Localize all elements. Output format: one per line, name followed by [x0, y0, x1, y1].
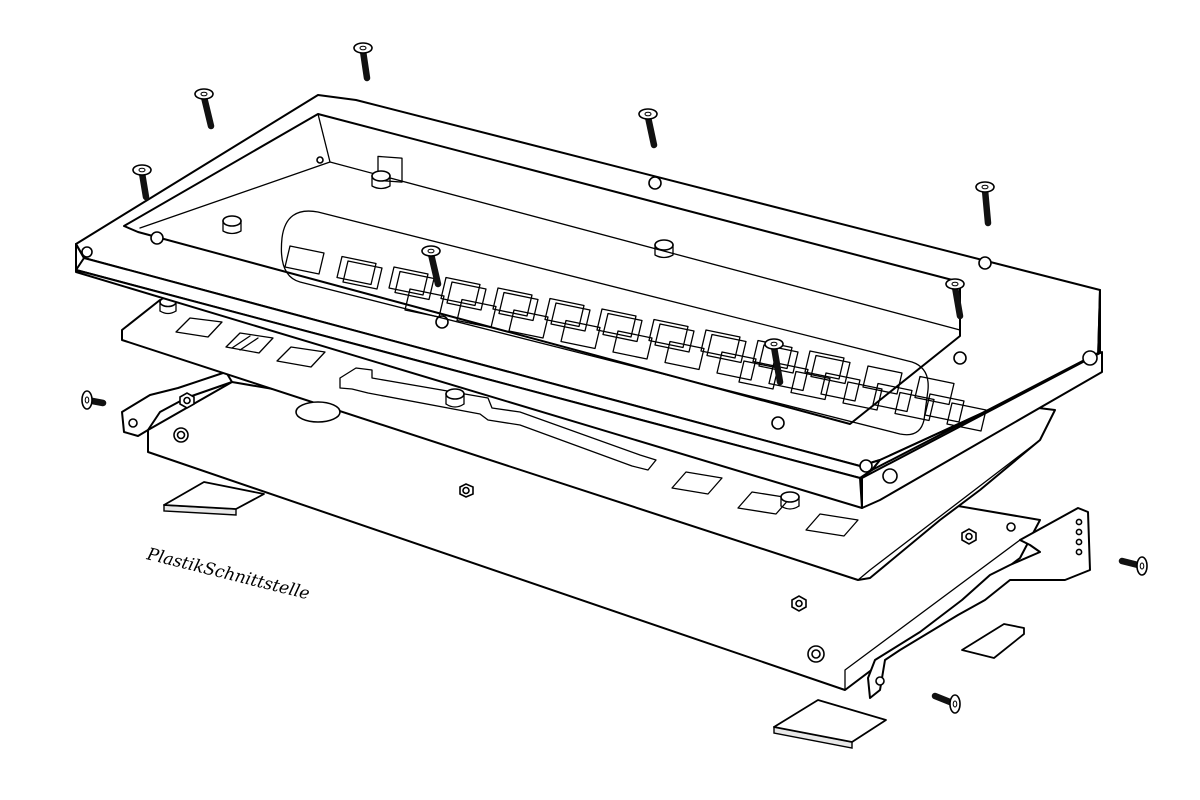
rubber-feet: [163, 481, 1025, 749]
bracket-hole: [875, 676, 885, 686]
plate-slot: [339, 367, 657, 471]
standoff: [791, 595, 807, 612]
screw-shaft: [138, 169, 150, 201]
key-cutout: [388, 266, 429, 296]
standoff: [654, 239, 674, 259]
key-cutout: [758, 344, 799, 374]
screw-socket: [84, 396, 90, 404]
standoff: [459, 483, 474, 498]
key-cutout: [914, 375, 955, 406]
screw-socket: [200, 91, 208, 97]
screw-shaft: [981, 186, 992, 227]
screw-shaft: [359, 47, 371, 82]
bracket-hole: [1075, 518, 1083, 526]
key-plate-panel: [280, 210, 929, 436]
key-cutout: [342, 260, 383, 290]
key-cutout: [862, 365, 903, 395]
key-cutout: [508, 309, 549, 339]
key-cutout: [394, 270, 435, 301]
key-cutout: [768, 361, 809, 392]
frame-hole: [953, 351, 967, 365]
key-cutout: [706, 333, 747, 364]
foot-front-left: [163, 481, 265, 516]
key-cutout: [946, 402, 987, 432]
screw-shaft: [644, 113, 658, 149]
foot-front-right: [773, 699, 887, 749]
key-cutout: [716, 351, 757, 381]
bracket-hole: [1075, 538, 1083, 546]
key-cutout: [596, 308, 637, 338]
frame-end-face: [871, 289, 1101, 471]
key-cutout: [560, 319, 601, 350]
screw-shaft: [427, 250, 442, 288]
right-bracket: [867, 507, 1091, 699]
key-cutout: [872, 382, 913, 413]
bottom-case: [121, 371, 1091, 699]
key-cutout: [446, 281, 487, 311]
foot-rear-right: [961, 623, 1025, 659]
key-cutout: [654, 323, 695, 353]
standoff: [371, 170, 391, 190]
bracket-hole: [1075, 548, 1083, 556]
key-cutout: [544, 297, 585, 328]
screw-socket: [981, 184, 989, 190]
screw-set: [81, 42, 1148, 714]
key-cutout: [612, 330, 653, 360]
key-cutout: [924, 393, 965, 423]
key-cutout: [820, 372, 861, 402]
screw-shaft: [200, 93, 215, 130]
key-cutout: [456, 298, 497, 329]
standoff: [807, 645, 825, 663]
frame-hole: [316, 156, 324, 164]
key-cutout: [790, 370, 831, 401]
screw-socket: [770, 341, 778, 347]
key-cutout: [336, 255, 377, 286]
screw-shaft: [951, 283, 964, 320]
frame-hole: [978, 256, 992, 270]
plastic-interface-label: PlastikSchnittstelle: [144, 544, 312, 604]
frame-side-hole: [1082, 350, 1098, 366]
key-cutout: [284, 245, 325, 275]
key-cutout: [648, 318, 689, 349]
standoff: [780, 491, 800, 510]
screw-socket: [951, 281, 959, 287]
frame-hole: [771, 416, 785, 430]
key-cutout: [550, 302, 591, 332]
screw-socket: [1139, 562, 1145, 570]
key-cutout: [738, 360, 779, 390]
bracket-hole: [1075, 528, 1083, 536]
standoff: [445, 388, 465, 408]
standoff: [173, 427, 189, 443]
key-cutout: [440, 276, 481, 307]
plate-notch: [295, 401, 341, 423]
screw-socket: [427, 248, 435, 254]
standoff: [222, 215, 242, 235]
bracket-hole-left: [128, 418, 138, 428]
key-cutout: [404, 288, 445, 318]
screw-shaft: [770, 343, 784, 386]
frame-hole: [648, 176, 662, 190]
key-cutout-grid: [280, 210, 987, 436]
bracket-hole: [1006, 522, 1016, 532]
key-cutout: [894, 391, 935, 422]
key-cutout: [700, 329, 741, 359]
standoff: [961, 528, 977, 545]
key-cutout: [492, 287, 533, 317]
screw-socket: [952, 700, 958, 708]
key-cutout: [664, 340, 705, 371]
key-cutout: [498, 291, 539, 322]
key-cutout: [804, 350, 845, 380]
frame-side-hole: [859, 459, 873, 473]
screw-socket: [138, 167, 146, 173]
frame-side-hole: [882, 468, 898, 484]
screw-socket: [359, 45, 367, 51]
key-cutout: [602, 312, 643, 343]
key-cutout: [810, 354, 851, 385]
standoff: [179, 392, 195, 409]
frame-hole: [150, 231, 164, 245]
screw-socket: [644, 111, 652, 117]
frame-side-hole: [81, 246, 93, 258]
key-cutout: [842, 381, 883, 411]
